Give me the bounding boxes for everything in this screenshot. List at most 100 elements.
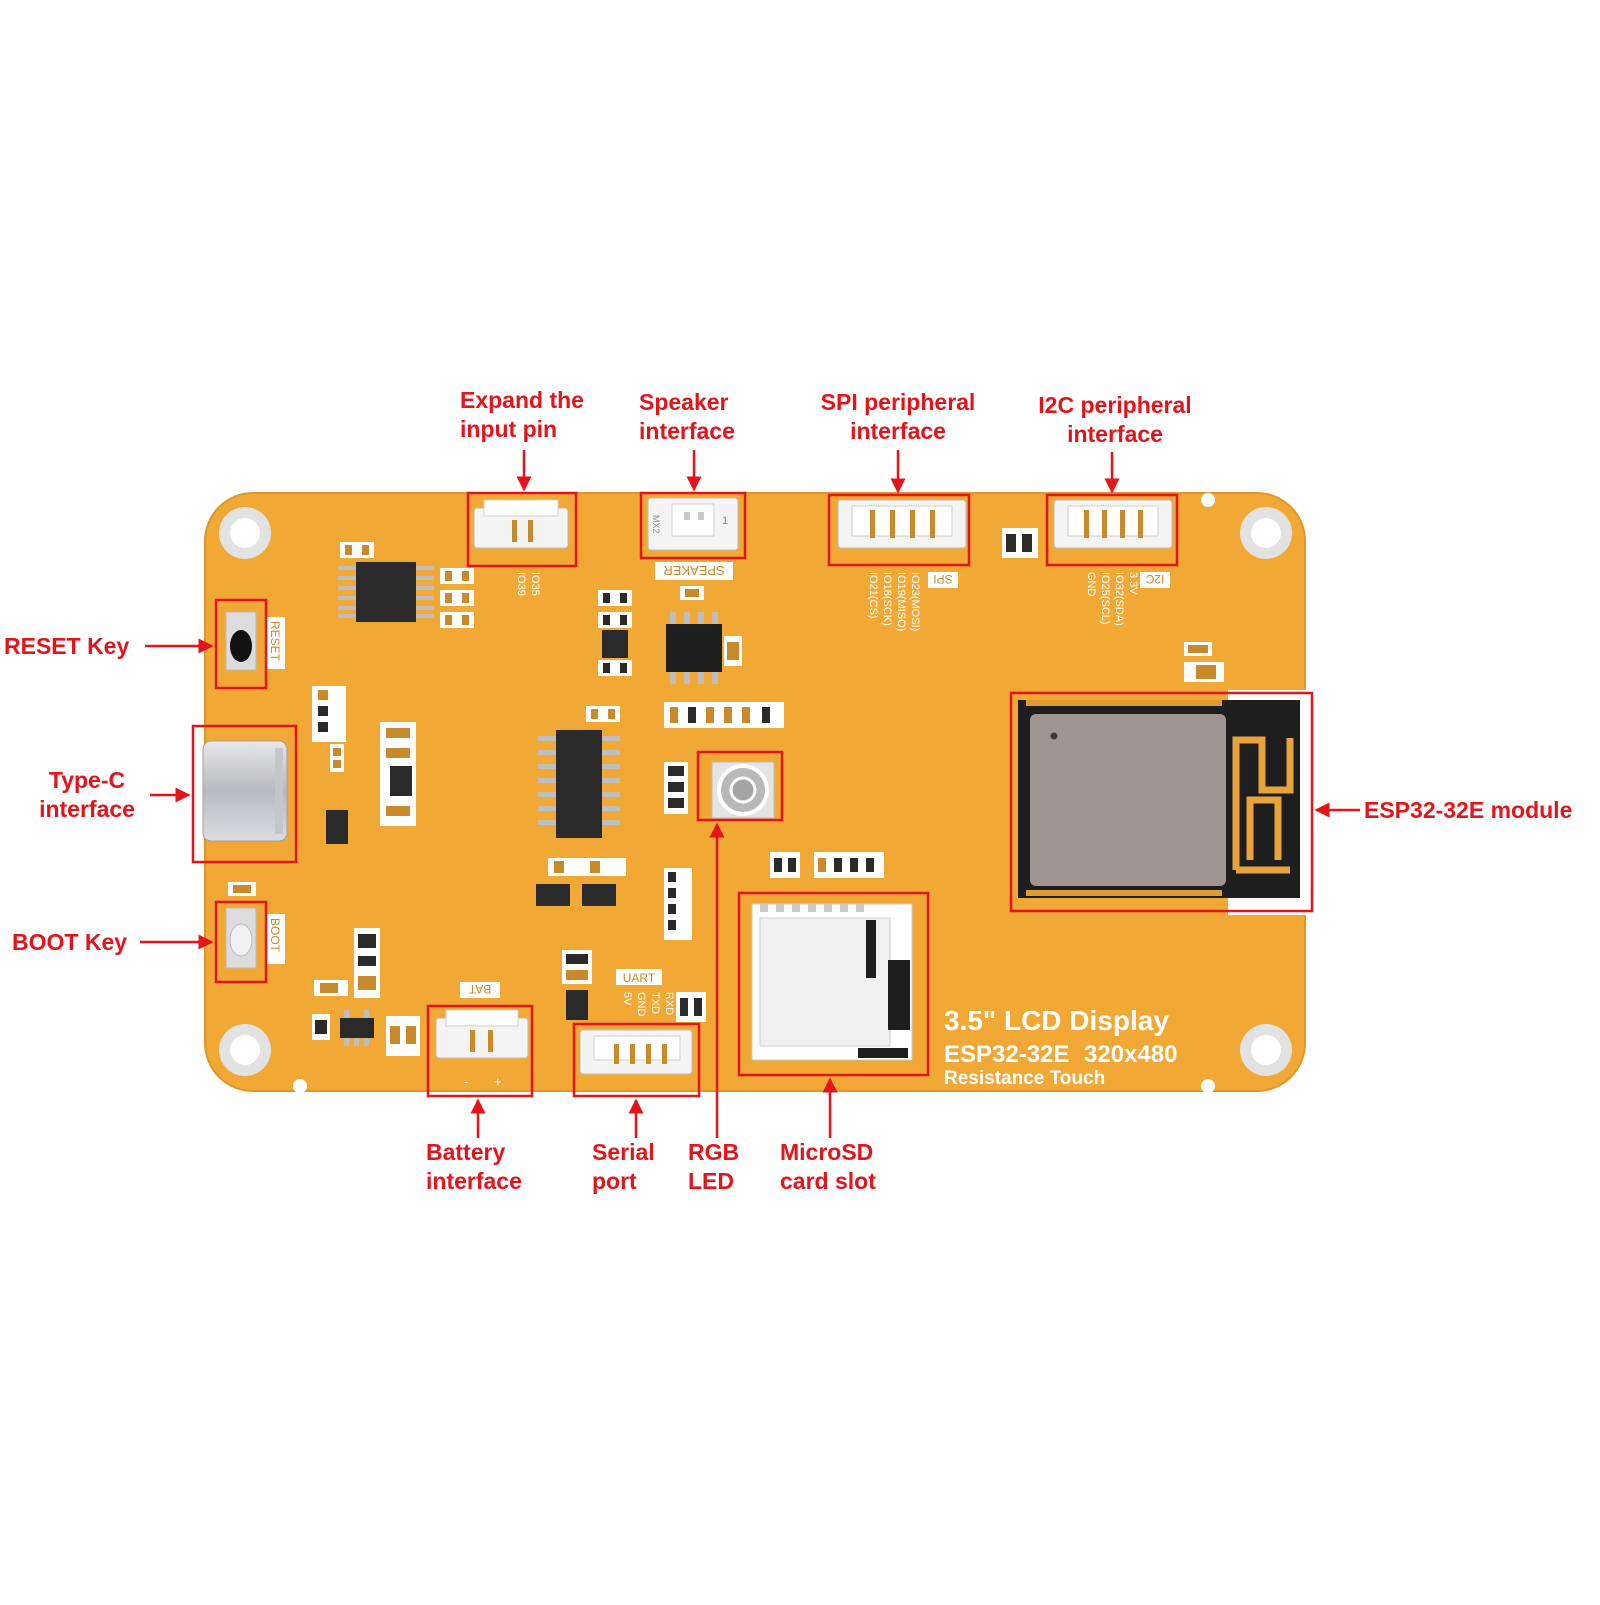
callout-line: MicroSD [780, 1139, 874, 1165]
highlight-i2c [1045, 493, 1179, 567]
board-title: 3.5" LCD Display [944, 1005, 1169, 1036]
bat-minus-mark: - [464, 1074, 468, 1089]
callout-line: Speaker [639, 389, 729, 415]
bat-silk-label: BAT [468, 982, 491, 996]
callout-line: interface [1067, 421, 1163, 447]
highlight-typec [191, 724, 298, 864]
bat-plus-mark: + [494, 1074, 502, 1089]
usb-c-port [202, 740, 288, 842]
uart-pin-label: 5V [621, 992, 633, 1006]
callout-rgb: RGB LED [688, 1138, 739, 1196]
mounting-holes [219, 493, 1292, 1093]
callout-line: interface [39, 796, 135, 822]
fiducial-bottom-right [1201, 1079, 1215, 1093]
callout-line: SPI peripheral [820, 389, 976, 415]
boot-button-part [225, 907, 257, 969]
fiducial-top [1201, 493, 1215, 507]
i2c-pin-label: 3.3V [1127, 572, 1139, 595]
callout-reset: RESET Key [4, 632, 129, 661]
spi-pin-labels: IO23(MOSI) IO19(MISO) IO18(SCK) IO21(CS) [867, 572, 921, 631]
highlight-esp32 [1009, 691, 1314, 913]
callout-line: ESP32-32E module [1364, 797, 1573, 823]
boot-silk-label: BOOT [268, 918, 282, 953]
spi-pin-label: IO18(SCK) [881, 572, 893, 626]
callout-speaker: Speaker interface [639, 388, 735, 446]
ic-chip-audio [666, 612, 722, 684]
reset-silk-label: RESET [268, 621, 282, 662]
uart-pin-label: RXD [663, 992, 675, 1015]
board-resolution: 320x480 [1084, 1041, 1177, 1068]
diode [326, 810, 348, 844]
callout-line: Type-C [48, 767, 126, 793]
highlight-microsd [737, 891, 930, 1077]
highlight-boxes [191, 491, 1314, 1098]
i2c-connector [1053, 499, 1173, 549]
spi-connector [837, 499, 967, 549]
callout-line: interface [850, 418, 946, 444]
passive-components [228, 528, 1224, 1056]
reset-silk-box [267, 617, 285, 669]
speaker-connector: MX2 1 [647, 497, 739, 551]
uart-silk-label: UART [623, 971, 656, 985]
callout-arrows [140, 450, 1360, 1138]
spi-pin-label: IO21(CS) [867, 572, 879, 618]
callout-line: input pin [460, 416, 558, 442]
highlight-boot [214, 900, 268, 984]
callout-battery: Battery interface [426, 1138, 522, 1196]
highlight-rgb [696, 750, 784, 822]
callout-typec: Type-C interface [22, 766, 152, 824]
spi-pin-label: IO19(MISO) [895, 572, 907, 631]
esp32-module-part [1018, 700, 1300, 898]
callout-line: interface [639, 418, 735, 444]
spi-silk-box [928, 572, 958, 588]
callout-line: I2C peripheral [1038, 392, 1192, 418]
highlight-serial [572, 1022, 701, 1098]
callout-line: interface [426, 1168, 522, 1194]
callout-line: Expand the [460, 387, 584, 413]
speaker-left-mark: MX2 [651, 515, 661, 534]
fiducial-bottom-left [293, 1079, 307, 1093]
spi-silk-label: SPI [933, 572, 952, 586]
i2c-pin-label: GND [1085, 572, 1097, 597]
callout-microsd: MicroSD card slot [780, 1138, 876, 1196]
boot-silk-box [267, 914, 285, 964]
callout-line: Serial [592, 1139, 655, 1165]
board-label: 3.5" LCD Display ESP32-32E 320x480 Resis… [944, 1005, 1177, 1089]
highlight-reset [214, 598, 268, 690]
board-touch: Resistance Touch [944, 1068, 1105, 1089]
callout-line: Battery [426, 1139, 506, 1165]
ic-chip-top-left [338, 562, 434, 622]
callout-boot: BOOT Key [12, 928, 127, 957]
i2c-pin-labels: 3.3V IO32(SDA) IO25(SCL) GND [1085, 572, 1139, 626]
callout-line: card slot [780, 1168, 876, 1194]
uart-pin-label: GND [635, 992, 647, 1017]
antenna-trace [1232, 736, 1294, 874]
uart-pin-label: TXD [649, 992, 661, 1014]
battery-connector [435, 1009, 529, 1059]
uart-pin-labels: RXD TXD GND 5V [621, 992, 675, 1017]
i2c-silk-label: I2C [1145, 572, 1164, 586]
highlight-spi [827, 493, 971, 567]
callout-serial: Serial port [592, 1138, 655, 1196]
highlight-speaker [639, 491, 747, 560]
callout-expand-input: Expand the input pin [460, 386, 584, 444]
spi-pin-label: IO23(MOSI) [909, 572, 921, 631]
microsd-slot-part [751, 903, 913, 1061]
i2c-silk-box [1140, 572, 1170, 588]
expand-pin-labels: IO35 IO39 [515, 572, 541, 596]
uart-silk-box [616, 969, 662, 985]
expand-pin-label: IO39 [515, 572, 527, 596]
highlight-expand-input [466, 491, 578, 568]
callout-line: RESET Key [4, 633, 130, 659]
uart-connector [579, 1029, 693, 1075]
callout-line: port [592, 1168, 637, 1194]
speaker-silk-label: SPEAKER [663, 563, 724, 578]
bat-silk-box [460, 982, 500, 998]
callout-line: RGB [688, 1139, 740, 1165]
reset-button-part [225, 611, 257, 671]
i2c-pin-label: IO25(SCL) [1099, 572, 1111, 625]
expand-pin-label: IO35 [529, 572, 541, 596]
speaker-silk-box [655, 562, 733, 580]
callout-esp32: ESP32-32E module [1364, 796, 1572, 825]
